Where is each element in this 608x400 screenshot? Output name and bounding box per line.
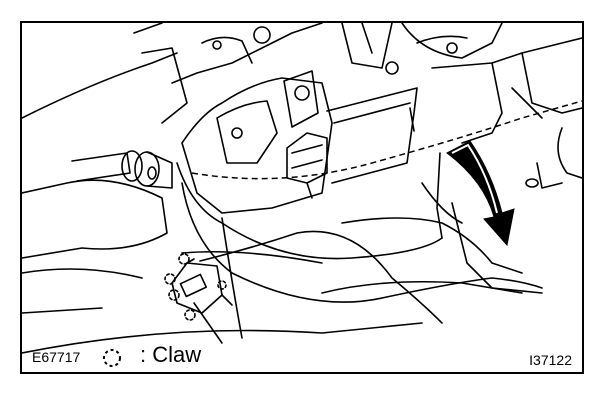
vehicle-illustration: [22, 23, 582, 354]
figure-code-right: I37122: [529, 352, 572, 368]
dashed-circle-claw-icon: [103, 349, 121, 367]
figure-code-left: E67717: [32, 349, 81, 365]
legend-claw-label: : Claw: [140, 342, 202, 367]
diagram-frame: E67717 : Claw I37122: [20, 21, 584, 374]
